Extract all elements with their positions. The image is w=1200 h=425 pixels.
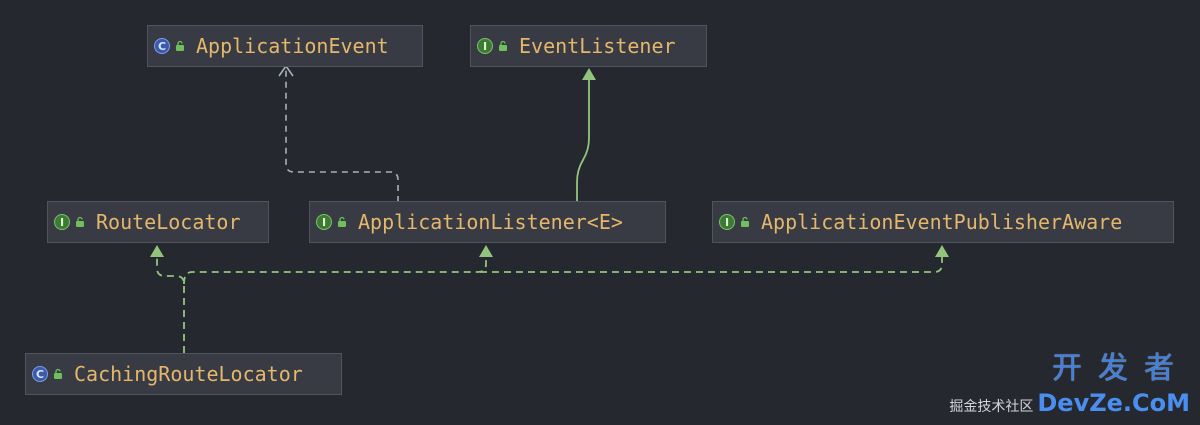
arrowhead-event-listener (582, 68, 596, 80)
arrowhead-publisher-aware (935, 245, 949, 257)
edge-caching-to-application-listener (183, 256, 487, 285)
public-access-icon (54, 368, 62, 379)
watermark-brand: DevZe.CoM (1037, 389, 1190, 417)
public-access-icon (176, 40, 184, 51)
node-caching-route-locator[interactable]: C CachingRouteLocator (25, 353, 342, 395)
public-access-icon (499, 40, 507, 51)
interface-icon: I (316, 214, 332, 230)
node-application-event-publisher-aware[interactable]: I ApplicationEventPublisherAware (712, 201, 1174, 243)
node-label: ApplicationEvent (196, 34, 389, 58)
public-access-icon (741, 216, 749, 227)
arrowhead-route-locator (150, 245, 164, 257)
node-label: CachingRouteLocator (74, 362, 303, 386)
edge-listener-to-application-event (285, 68, 399, 202)
edge-caching-to-publisher-aware (480, 256, 943, 273)
interface-icon: I (54, 214, 70, 230)
edge-caching-stem (156, 256, 185, 353)
node-label: EventListener (519, 34, 676, 58)
interface-icon: I (477, 38, 493, 54)
node-event-listener[interactable]: I EventListener (470, 25, 707, 67)
node-label: RouteLocator (96, 210, 241, 234)
node-application-event[interactable]: C ApplicationEvent (147, 25, 423, 67)
arrowhead-application-listener (479, 245, 493, 257)
public-access-icon (76, 216, 84, 227)
node-label: ApplicationListener<E> (358, 210, 623, 234)
watermark-title: 开发者 (1052, 351, 1190, 386)
node-label: ApplicationEventPublisherAware (761, 210, 1123, 234)
edge-listener-to-event-listener (576, 80, 590, 202)
node-route-locator[interactable]: I RouteLocator (47, 201, 269, 243)
node-application-listener[interactable]: I ApplicationListener<E> (309, 201, 666, 243)
class-icon: C (154, 38, 170, 54)
class-icon: C (32, 366, 48, 382)
interface-icon: I (719, 214, 735, 230)
public-access-icon (338, 216, 346, 227)
watermark-prefix: 掘金技术社区 (949, 399, 1034, 415)
